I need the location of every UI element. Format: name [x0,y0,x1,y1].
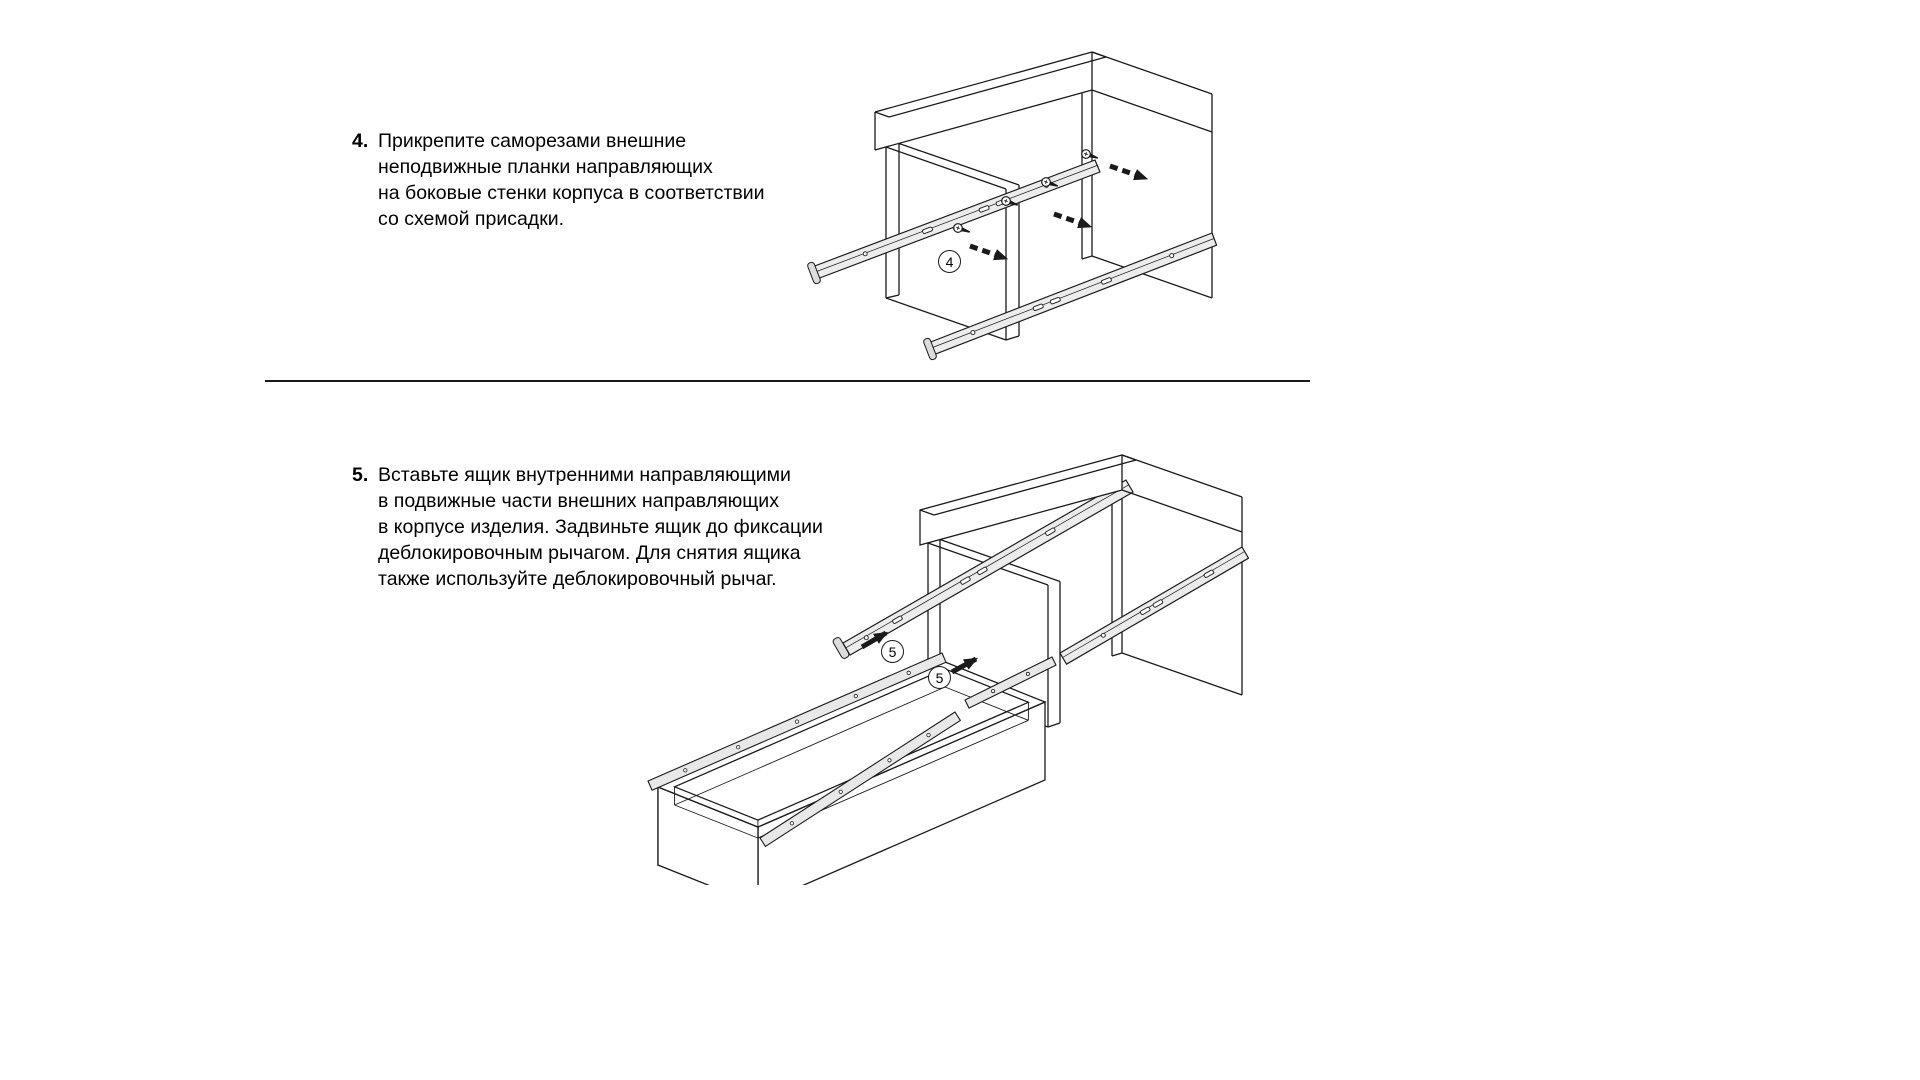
step-5-text: 5. Вставьте ящик внутренними направляющи… [352,462,852,592]
screw-icon [1081,149,1099,159]
section-divider [265,380,1310,382]
drawer-slide-right [759,711,961,847]
insertion-arrows [860,630,979,675]
callout-step5-badge-2: 5 [928,666,951,689]
step-4-instruction: Прикрепите саморезами внешние неподвижны… [378,130,765,230]
drawer-slide-left [647,652,947,791]
cabinet-slide-right [1059,546,1250,665]
drawer [656,661,1047,906]
step-4-text: 4. Прикрепите саморезами внешние неподви… [352,128,792,232]
screw-icon [1001,196,1019,206]
drawer-slide-engaging [964,656,1057,709]
step-5-diagram [647,454,1250,906]
step-4-number: 4. [352,130,369,152]
extended-outer-slide [832,479,1134,659]
dashed-arrow-icon [1053,211,1093,229]
screws [953,149,1099,233]
step-4-figure: 4 [780,0,1260,372]
step-5-figure: 5 5 [620,385,1280,906]
callout-step5-badge-1: 5 [881,640,904,663]
step-5-instruction: Вставьте ящик внутренними направляющими … [378,464,823,590]
cabinet-top-rail [919,454,1243,546]
solid-arrow-icon [950,656,979,675]
dashed-arrow-icon [969,243,1009,261]
outer-slide-left [807,159,1101,285]
screw-icon [953,223,971,233]
cabinet-carcass [874,51,1213,341]
screw-icon [1041,177,1059,187]
step-5-number: 5. [352,464,369,486]
dashed-arrow-icon [1109,163,1149,181]
solid-arrow-icon [860,630,889,650]
callout-step4-badge: 4 [938,250,961,273]
step-4-diagram [807,51,1218,361]
drawer-inner-cavity [674,668,1029,839]
outer-slide-right [923,232,1218,361]
screw-direction-arrows [969,163,1149,261]
